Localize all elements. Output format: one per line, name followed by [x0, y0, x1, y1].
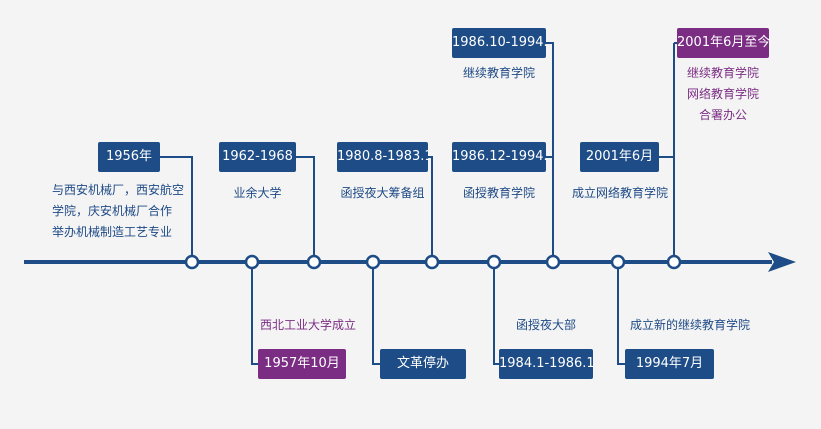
milestone-1962-label: 1962-1968: [219, 142, 296, 172]
milestone-1994-label: 1994年7月: [625, 349, 714, 379]
timeline-arrowhead-icon: [768, 252, 796, 272]
milestone-1986-10-desc: 继续教育学院: [452, 63, 546, 84]
milestone-1980-desc: 函授夜大筹备组: [337, 183, 428, 204]
desc-line: 学院，庆安机械厂合作: [52, 204, 173, 218]
timeline-node: [306, 254, 322, 270]
desc-line: 业余大学: [233, 186, 282, 200]
timeline-node: [244, 254, 260, 270]
milestone-1984-label: 1984.1-1986.11: [499, 349, 593, 379]
milestone-1984-desc: 函授夜大部: [499, 315, 593, 336]
connector-1956: [160, 156, 193, 262]
connector-1962: [296, 156, 315, 262]
connector-1984: [493, 262, 499, 365]
timeline-node: [666, 254, 682, 270]
milestone-1957-desc: 西北工业大学成立: [248, 315, 368, 336]
desc-line: 西北工业大学成立: [259, 318, 356, 332]
milestone-1956-label: 1956年: [98, 142, 160, 172]
milestone-1986-12-label: 1986.12-1994.6: [452, 142, 546, 172]
milestone-1956-desc: 与西安机械厂，西安航空 学院，庆安机械厂合作 举办机械制造工艺专业: [52, 180, 202, 243]
milestone-1994-desc: 成立新的继续教育学院: [620, 315, 760, 336]
desc-line: 举办机械制造工艺专业: [52, 225, 173, 239]
connector-1986-10: [546, 42, 554, 262]
milestone-2001-now-desc: 继续教育学院 网络教育学院 合署办公: [677, 63, 769, 126]
desc-line: 继续教育学院: [462, 66, 535, 80]
timeline-node: [365, 254, 381, 270]
milestone-1986-10-label: 1986.10-1994.6: [452, 28, 546, 58]
connector-2001-06: [659, 156, 675, 262]
milestone-2001-06-desc: 成立网络教育学院: [560, 183, 680, 204]
timeline-node: [486, 254, 502, 270]
desc-line: 函授夜大筹备组: [340, 186, 425, 200]
milestone-1980-label: 1980.8-1983.12: [337, 142, 428, 172]
timeline-node: [424, 254, 440, 270]
timeline-node: [184, 254, 200, 270]
desc-line: 成立网络教育学院: [571, 186, 668, 200]
connector-wenge: [372, 262, 380, 365]
connector-1994: [617, 262, 625, 365]
desc-line: 函授夜大部: [515, 318, 576, 332]
desc-line: 网络教育学院: [686, 87, 759, 101]
desc-line: 与西安机械厂，西安航空: [52, 183, 185, 197]
milestone-1962-desc: 业余大学: [219, 183, 296, 204]
timeline-node: [545, 254, 561, 270]
milestone-wenge-label: 文革停办: [380, 349, 466, 379]
connector-1957: [251, 262, 258, 365]
desc-line: 合署办公: [698, 108, 747, 122]
milestone-2001-now-label: 2001年6月至今: [677, 28, 769, 58]
connector-1980: [428, 156, 433, 262]
milestone-1986-12-desc: 函授教育学院: [452, 183, 546, 204]
milestone-1957-label: 1957年10月: [258, 349, 346, 379]
desc-line: 函授教育学院: [462, 186, 535, 200]
timeline-node: [610, 254, 626, 270]
desc-line: 成立新的继续教育学院: [629, 318, 750, 332]
desc-line: 继续教育学院: [686, 66, 759, 80]
milestone-2001-06-label: 2001年6月: [580, 142, 659, 172]
